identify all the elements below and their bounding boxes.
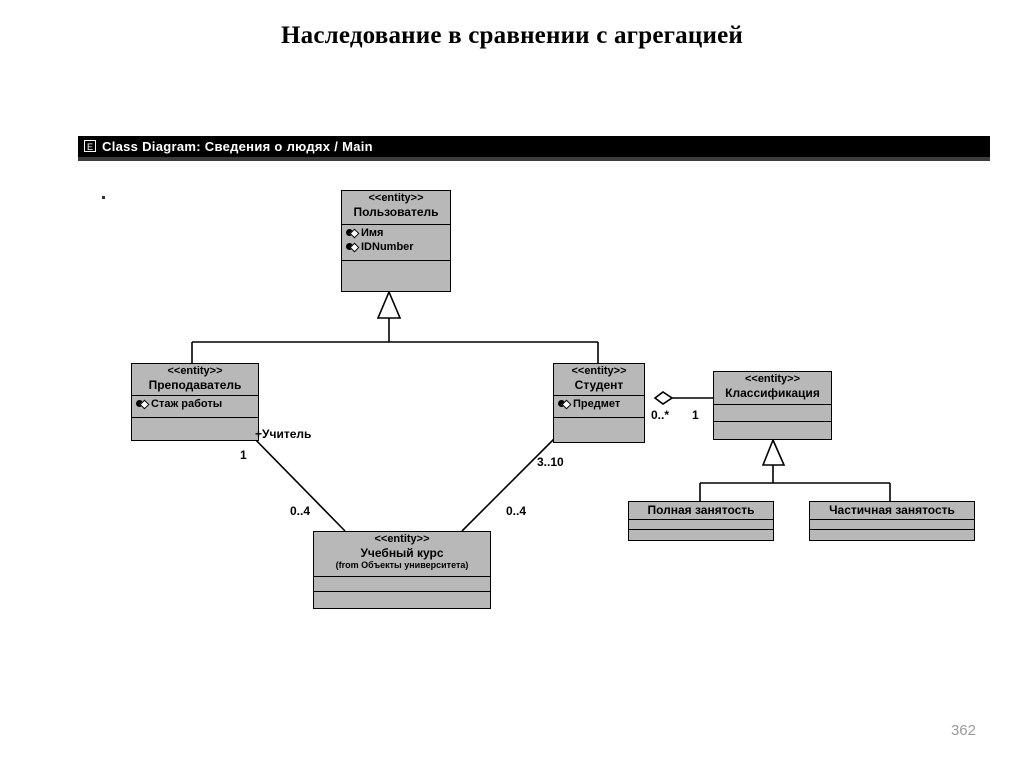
class-name: Учебный курс (360, 546, 444, 560)
class-operations (342, 261, 450, 291)
attribute-label: IDNumber (361, 241, 414, 253)
attribute-row: IDNumber (346, 240, 446, 254)
multiplicity-teacher: 1 (240, 448, 247, 462)
diagram-window: E Class Diagram: Сведения о людях / Main (78, 136, 990, 162)
class-attributes: Имя IDNumber (342, 225, 450, 261)
class-attributes (810, 520, 974, 530)
aggregation-diamond (653, 391, 674, 405)
uml-class-uchebnyi-kurs[interactable]: <<entity>> Учебный курс (from Объекты ун… (313, 531, 491, 609)
diagram-title-text: Class Diagram: Сведения о людях / Main (102, 139, 373, 154)
class-operations (132, 418, 258, 440)
class-package-origin: (from Объекты университета) (335, 560, 469, 570)
class-header: <<entity>> Пользователь (342, 191, 450, 225)
multiplicity-student-classification: 0..* (651, 408, 670, 422)
class-header: Полная занятость (629, 502, 773, 520)
uml-class-polzovatel[interactable]: <<entity>> Пользователь Имя IDNumber (341, 190, 451, 292)
generalization-triangle-klassifikaciya (761, 437, 786, 466)
private-key-icon (346, 242, 359, 252)
class-name: Пользователь (353, 205, 439, 219)
multiplicity-student-course: 3..10 (537, 455, 564, 469)
class-operations (714, 422, 831, 439)
class-stereotype: <<entity>> (167, 365, 223, 377)
scan-artifact-dot (102, 196, 105, 199)
class-header: <<entity>> Учебный курс (from Объекты ун… (314, 532, 490, 577)
class-stereotype: <<entity>> (744, 373, 801, 385)
attribute-row: Стаж работы (136, 397, 254, 411)
class-operations (810, 530, 974, 540)
class-operations (314, 592, 490, 607)
uml-class-prepodavatel[interactable]: <<entity>> Преподаватель Стаж работы (131, 363, 259, 441)
private-key-icon (346, 228, 359, 238)
attribute-row: Имя (346, 226, 446, 240)
multiplicity-course-right: 0..4 (506, 504, 527, 518)
uml-class-klassifikaciya[interactable]: <<entity>> Классификация (713, 371, 832, 440)
class-name: Классификация (725, 386, 820, 400)
attribute-label: Имя (361, 227, 384, 239)
page-number: 362 (950, 722, 976, 739)
class-name: Студент (574, 378, 624, 392)
generalization-polzovatel (191, 318, 599, 363)
class-name: Полная занятость (647, 503, 755, 517)
page-title: Наследование в сравнении с агрегацией (281, 22, 743, 49)
class-stereotype: <<entity>> (571, 365, 627, 377)
title-bar-shadow (78, 157, 990, 161)
generalization-triangle-polzovatel (376, 289, 402, 319)
private-key-icon (558, 399, 571, 409)
class-attributes: Стаж работы (132, 396, 258, 418)
attribute-label: Предмет (573, 398, 621, 410)
uml-class-polnaya-zanyatost[interactable]: Полная занятость (628, 501, 774, 541)
class-name: Частичная занятость (829, 503, 955, 517)
class-header: <<entity>> Классификация (714, 372, 831, 405)
generalization-klassifikaciya (699, 465, 891, 501)
private-key-icon (136, 399, 149, 409)
multiplicity-course-left: 0..4 (290, 504, 311, 518)
attribute-row: Предмет (558, 397, 640, 411)
class-attributes (714, 405, 831, 422)
class-attributes: Предмет (554, 396, 644, 418)
class-diagram-icon: E (84, 140, 96, 152)
class-name: Преподаватель (148, 378, 242, 392)
class-attributes (629, 520, 773, 530)
uml-class-chastichnaya-zanyatost[interactable]: Частичная занятость (809, 501, 975, 541)
diagram-title-bar (78, 136, 990, 157)
class-operations (554, 418, 644, 442)
role-label-teacher: +Учитель (255, 427, 312, 441)
class-header: <<entity>> Студент (554, 364, 644, 396)
class-header: Частичная занятость (810, 502, 974, 520)
class-stereotype: <<entity>> (368, 192, 424, 204)
attribute-label: Стаж работы (151, 398, 223, 410)
uml-class-student[interactable]: <<entity>> Студент Предмет (553, 363, 645, 443)
class-operations (629, 530, 773, 540)
class-stereotype: <<entity>> (374, 533, 430, 545)
class-attributes (314, 577, 490, 592)
multiplicity-classification-student: 1 (692, 408, 699, 422)
class-header: <<entity>> Преподаватель (132, 364, 258, 396)
